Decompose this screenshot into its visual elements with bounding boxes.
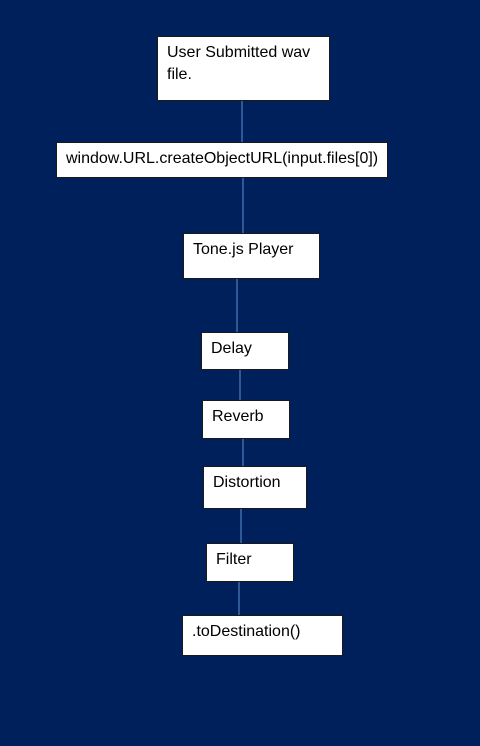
node-to-destination: .toDestination() (182, 615, 343, 656)
node-user-submitted-wav-file: User Submitted wav file. (157, 36, 330, 101)
node-create-object-url: window.URL.createObjectURL(input.files[0… (56, 142, 388, 178)
node-reverb: Reverb (202, 400, 290, 439)
node-distortion: Distortion (203, 466, 307, 509)
node-delay: Delay (201, 332, 289, 370)
node-tonejs-player: Tone.js Player (183, 233, 320, 279)
node-filter: Filter (206, 543, 294, 582)
